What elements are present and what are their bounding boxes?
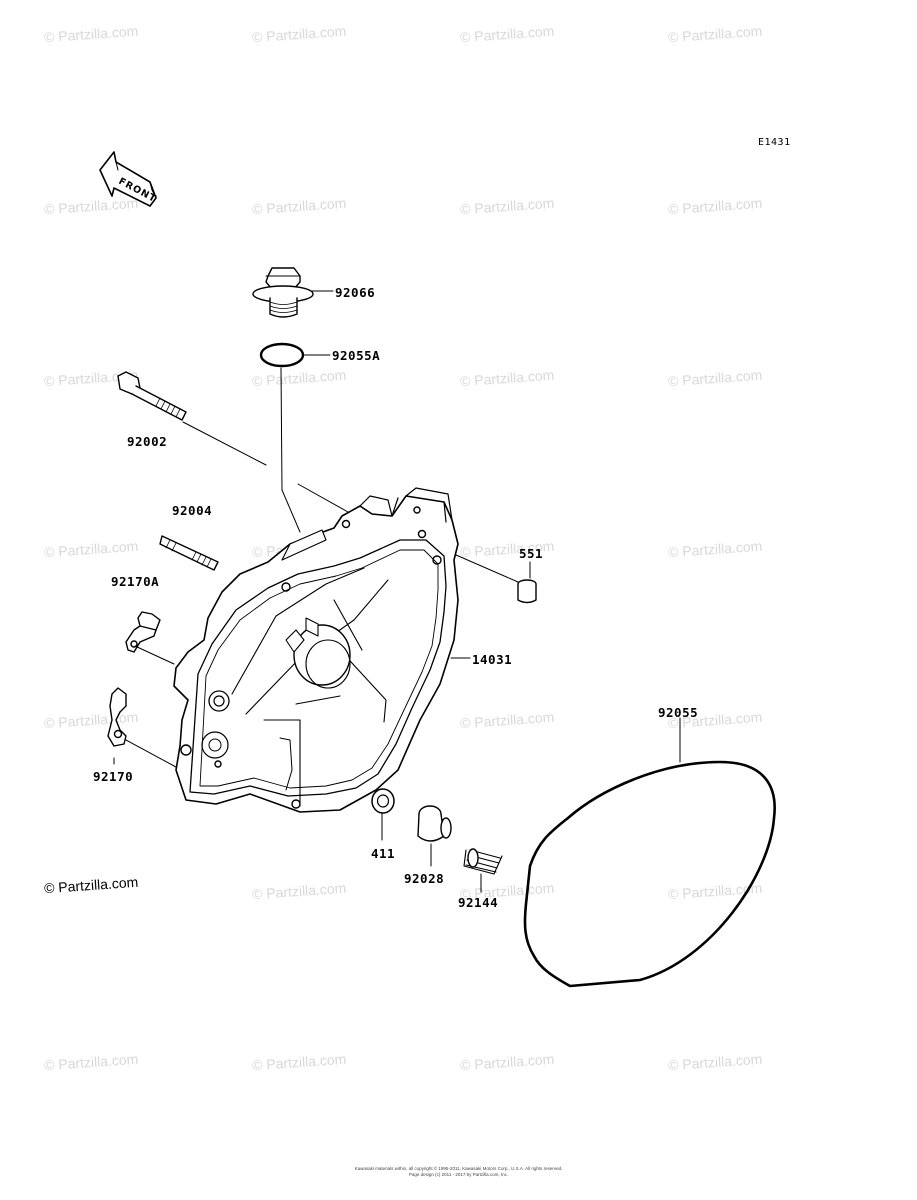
part-label-92170A[interactable]: 92170A [111,574,160,589]
oil-filler-plug-icon [252,267,314,318]
spring-icon [463,848,503,875]
clamp-a-icon [125,611,161,653]
stud-icon [159,535,219,571]
leader-lines [113,290,681,893]
part-label-92066[interactable]: 92066 [335,285,376,300]
diagram-code: E1431 [758,137,791,148]
part-label-92055A[interactable]: 92055A [332,348,381,363]
footer-line-1: Kawasaki materials within, all copyright… [354,1166,563,1171]
part-label-92055[interactable]: 92055 [658,705,699,720]
dowel-pin-icon [517,579,537,604]
bolt-icon [117,371,187,421]
o-ring-large-icon [523,760,776,988]
engine-cover-icon [173,487,459,813]
part-label-92002[interactable]: 92002 [127,434,168,449]
part-label-14031[interactable]: 14031 [472,652,513,667]
footer-line-2: Page design (c) 2011 - 2017 by Partzilla… [408,1172,509,1177]
bushing-icon [417,805,452,842]
front-arrow-icon: FRONT [99,151,158,207]
part-label-411[interactable]: 411 [371,846,396,861]
part-label-551[interactable]: 551 [519,546,544,561]
clamp-icon [107,687,127,747]
part-label-92004[interactable]: 92004 [172,503,213,518]
part-label-92144[interactable]: 92144 [458,895,499,910]
part-label-92170[interactable]: 92170 [93,769,134,784]
washer-icon [371,788,395,814]
o-ring-small-icon [259,342,305,368]
part-label-92028[interactable]: 92028 [404,871,445,886]
footer-legal: Kawasaki materials within, all copyright… [300,1166,617,1178]
